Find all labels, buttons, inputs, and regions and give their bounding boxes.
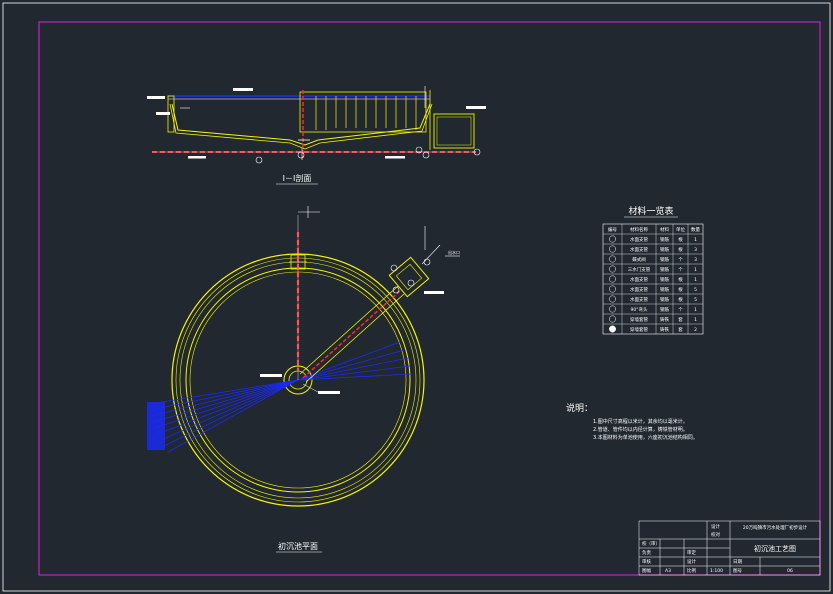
tb-sheet-value: A3 <box>665 568 671 574</box>
tb-drawing-name: 初沉池工艺图 <box>754 544 796 553</box>
materials-cell: 水面支管 <box>630 296 648 303</box>
materials-cell: 1 <box>694 277 697 283</box>
materials-header-cell: 数量 <box>691 226 700 233</box>
materials-cell: 钢筋 <box>660 276 669 283</box>
materials-cell: 3 <box>694 257 697 263</box>
materials-cell: 套 <box>678 326 683 333</box>
tb-review-label: 校对 <box>711 531 720 538</box>
materials-cell: 根 <box>678 246 683 253</box>
materials-cell: 三水门支管 <box>628 266 651 273</box>
plan-markers <box>390 258 431 294</box>
tb-sub-label-1: 审定 <box>687 549 696 556</box>
materials-cell: 穿墙套管 <box>630 316 648 323</box>
tb-scale-label: 比例 <box>687 567 696 574</box>
materials-cell: 5 <box>694 287 697 293</box>
materials-cell: 钢筋 <box>660 286 669 293</box>
materials-header-cell: 材料名称 <box>630 226 648 233</box>
item-number-marker <box>609 295 616 303</box>
tb-sheet-label: 图幅 <box>642 567 651 574</box>
materials-cell: 个 <box>678 307 683 313</box>
tb-project: 20万吨镇市污水处理厂初步设计 <box>743 524 808 531</box>
plan-title: 初沉池平面 <box>278 541 318 551</box>
item-number-marker <box>609 285 616 293</box>
materials-cell: 1 <box>694 317 697 323</box>
materials-cell: 1 <box>694 267 697 273</box>
plan-view <box>147 206 460 507</box>
tb-row-label-1: 负责 <box>642 549 651 556</box>
note-line-2: 2.管道、管件均以内径计算，铸铁管材明。 <box>593 426 688 433</box>
materials-cell: 水面支管 <box>630 246 648 253</box>
notes-title: 说明： <box>566 402 593 414</box>
materials-cell: 水面支管 <box>630 286 648 293</box>
title-block <box>638 520 821 576</box>
materials-cell: 根 <box>678 286 683 293</box>
materials-cell: 钢筋 <box>660 246 669 253</box>
tb-drawing-no-label: 图号 <box>733 568 742 574</box>
materials-cell: 蝶式阀 <box>632 256 646 263</box>
note-line-3: 3.本图材料为单池使用，六座初沉池结构相同。 <box>593 434 698 441</box>
materials-cell: 1 <box>694 307 697 313</box>
materials-cell: 水面支管 <box>630 236 648 243</box>
item-number-marker <box>609 235 616 243</box>
tb-row-label-2: 审核 <box>642 558 651 565</box>
inner-frame <box>38 21 821 576</box>
section-title: I－I剖面 <box>283 173 312 183</box>
materials-cell: 钢筋 <box>660 306 669 313</box>
tb-design-label: 设计 <box>711 523 720 530</box>
materials-header-cell: 材料 <box>660 226 669 233</box>
item-number-marker <box>609 265 616 273</box>
materials-header-cell: 编号 <box>608 226 617 233</box>
tb-drawing-no: 06 <box>787 568 793 574</box>
section-markers <box>255 146 481 164</box>
item-number-marker <box>609 245 616 253</box>
materials-header-cell: 单位 <box>676 226 685 233</box>
materials-cell: 根 <box>678 296 683 303</box>
tb-date-label: 日期 <box>733 559 742 565</box>
materials-cell: 个 <box>678 267 683 273</box>
tb-row-label-0: 校（审） <box>642 540 660 547</box>
materials-cell: 根 <box>678 236 683 243</box>
item-number-marker <box>609 275 616 283</box>
note-line-1: 1.图中尺寸高程以米计，其余均以毫米计。 <box>593 418 688 425</box>
materials-cell: 5 <box>694 297 697 303</box>
materials-cell: 90°弯头 <box>631 306 648 313</box>
materials-cell: 钢筋 <box>660 266 669 273</box>
materials-cell: 铸铁 <box>660 316 669 323</box>
materials-cell: 个 <box>678 257 683 263</box>
materials-cell: 穿墙套管 <box>630 326 648 333</box>
materials-cell: 水面支管 <box>630 276 648 283</box>
item-number-marker <box>609 325 616 333</box>
item-number-marker <box>609 255 616 263</box>
section-view <box>147 86 486 160</box>
item-number-marker <box>609 315 616 323</box>
materials-cell: 铸铁 <box>660 326 669 333</box>
materials-title: 材料一览表 <box>628 205 673 217</box>
tb-scale-value: 1:100 <box>710 568 723 574</box>
plan-note: 出水口 <box>448 249 460 255</box>
materials-cell: 3 <box>694 247 697 253</box>
materials-cell: 钢筋 <box>660 256 669 263</box>
materials-table-frame <box>602 223 704 335</box>
materials-cell: 1 <box>694 237 697 243</box>
materials-cell: 套 <box>678 316 683 323</box>
item-number-marker <box>609 305 616 313</box>
tb-sub-label-2: 设计 <box>687 558 696 565</box>
materials-cell: 根 <box>678 276 683 283</box>
materials-cell: 2 <box>694 327 697 333</box>
materials-cell: 钢筋 <box>660 296 669 303</box>
materials-cell: 钢筋 <box>660 236 669 243</box>
